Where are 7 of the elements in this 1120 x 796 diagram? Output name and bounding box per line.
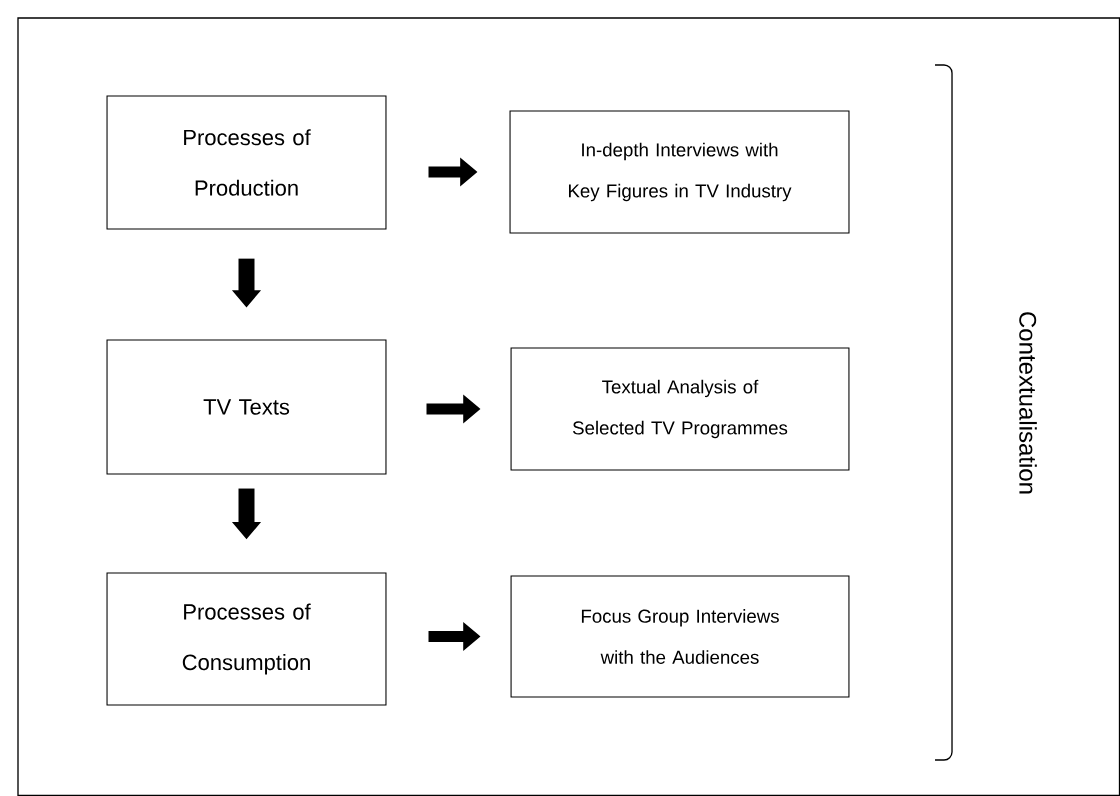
process-box: Focus Group Interviews with the Audiences bbox=[510, 575, 850, 698]
process-box: Processes of Production bbox=[106, 95, 387, 230]
process-box: In-depth Interviews with Key Figures in TV Industry bbox=[509, 110, 850, 234]
process-box: TV Texts bbox=[106, 339, 387, 475]
side-label: Contextualisation bbox=[1019, 312, 1037, 494]
process-box: Processes of Consumption bbox=[106, 572, 387, 706]
process-box: Textual Analysis of Selected TV Programmes bbox=[510, 347, 850, 471]
